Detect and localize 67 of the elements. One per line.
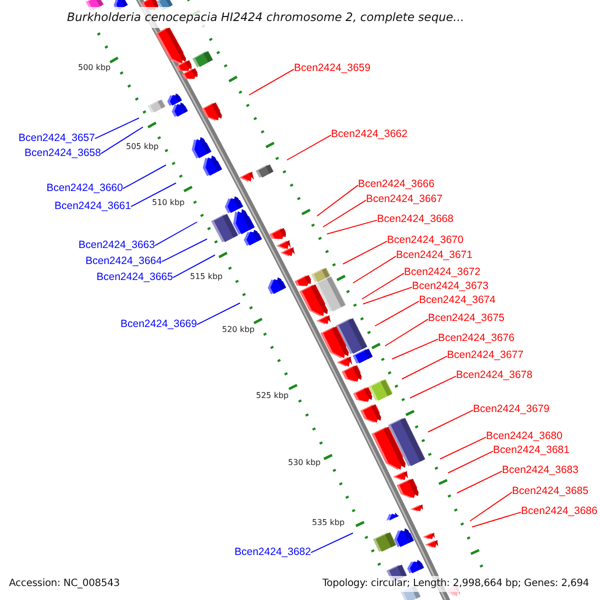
gene-label: Bcen2424_3661 <box>54 200 131 212</box>
gene-label: Bcen2424_3663 <box>78 239 155 251</box>
gene-label: Bcen2424_3686 <box>521 505 598 517</box>
gene-label: Bcen2424_3667 <box>366 193 442 205</box>
leader-line <box>362 272 404 300</box>
leader-line <box>286 134 332 160</box>
scale-label: 515 kbp <box>190 272 223 281</box>
gene-label: Bcen2424_3678 <box>456 369 532 381</box>
leader-line <box>392 338 438 360</box>
scale-label: 500 kbp <box>78 63 111 72</box>
gene-label: Bcen2424_3683 <box>502 464 578 476</box>
leader-line <box>122 164 166 190</box>
gene-label: Bcen2424_3673 <box>412 280 488 292</box>
gene-label: Bcen2424_3670 <box>387 234 464 246</box>
gene-label: Bcen2424_3657 <box>18 132 95 144</box>
leader-line <box>410 376 456 398</box>
gene-label: Bcen2424_3668 <box>377 213 454 225</box>
gene-label: Bcen2424_3662 <box>331 128 408 140</box>
gene-label: Bcen2424_3676 <box>438 332 514 344</box>
scale-label: 505 kbp <box>126 142 159 151</box>
leader-line <box>456 470 502 494</box>
scale-label: 510 kbp <box>152 198 185 207</box>
scale-label: 525 kbp <box>256 391 289 400</box>
gene-label: Bcen2424_3664 <box>86 255 162 267</box>
gene-label: Bcen2424_3669 <box>120 318 197 330</box>
gene-label: Bcen2424_3658 <box>24 147 101 159</box>
gene-label: Bcen2424_3665 <box>96 271 173 283</box>
leader-line <box>342 240 388 264</box>
leader-line <box>472 512 522 528</box>
leader-line <box>352 256 396 284</box>
leader-line <box>94 118 140 140</box>
leader-line <box>362 286 412 304</box>
leader-line <box>374 300 420 326</box>
leader-line <box>440 436 486 460</box>
leader-line <box>100 126 144 154</box>
leader-line <box>162 238 208 262</box>
scale-label: 530 kbp <box>288 458 321 467</box>
gene-label: Bcen2424_3659 <box>294 62 370 74</box>
gene-label: Bcen2424_3681 <box>493 444 570 456</box>
leader-line <box>322 200 366 228</box>
gene-label: Bcen2424_3677 <box>447 349 524 361</box>
leader-line <box>384 318 428 346</box>
leader-line <box>154 222 198 246</box>
gene-label: Bcen2424_3680 <box>486 430 562 442</box>
gene-label: Bcen2424_3671 <box>396 249 472 261</box>
gene-label: Bcen2424_3679 <box>473 403 550 415</box>
leader-line <box>196 302 240 326</box>
leader-line <box>326 220 378 234</box>
leader-line <box>248 68 294 96</box>
leader-line <box>172 254 216 278</box>
leader-line <box>470 492 512 522</box>
scale-label: 535 kbp <box>312 518 345 527</box>
leader-line <box>316 184 358 216</box>
leader-line <box>402 356 448 380</box>
leader-line <box>448 450 494 474</box>
gene-label: Bcen2424_3674 <box>419 294 496 306</box>
genome-stats-text: Topology: circular; Length: 2,998,664 bp; Genes: 2,694 <box>320 576 591 592</box>
gene-label: Bcen2424_3672 <box>404 266 480 278</box>
leader-line <box>310 532 354 554</box>
scale-label: 520 kbp <box>222 325 255 334</box>
leader-line <box>130 182 176 208</box>
gene-label: Bcen2424_3666 <box>358 178 434 190</box>
gene-label: Bcen2424_3685 <box>512 485 588 497</box>
leader-line <box>428 410 474 432</box>
gene-label: Bcen2424_3682 <box>234 546 311 558</box>
gene-label: Bcen2424_3675 <box>428 312 504 324</box>
gene-label: Bcen2424_3660 <box>46 182 123 194</box>
